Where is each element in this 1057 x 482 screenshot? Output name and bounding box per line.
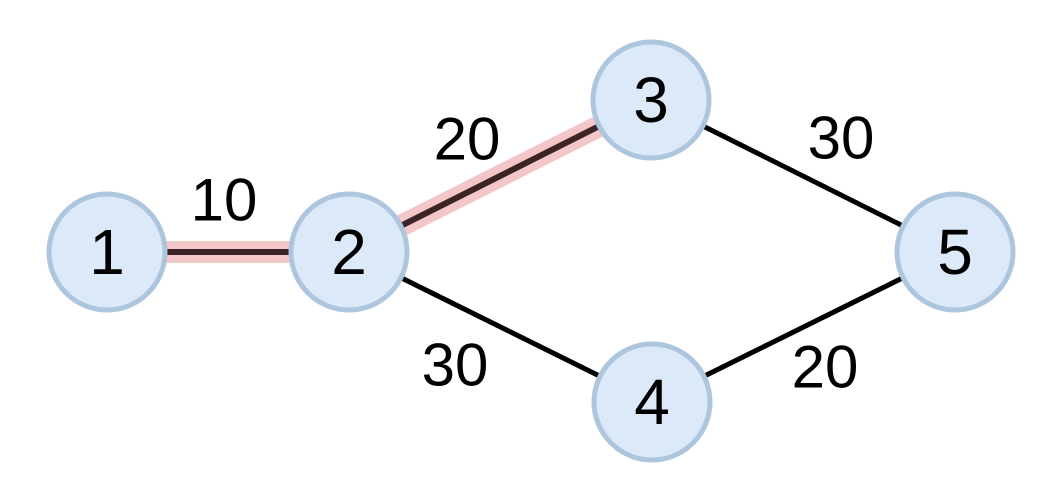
node-label-3: 3 — [633, 64, 669, 136]
edge-weight-4-5: 20 — [792, 334, 859, 401]
node-label-4: 4 — [634, 366, 670, 438]
node-3[interactable] — [590, 39, 712, 161]
edge-weight-2-3: 20 — [434, 106, 501, 173]
node-1[interactable] — [46, 191, 168, 313]
node-label-2: 2 — [331, 216, 367, 288]
node-2[interactable] — [288, 191, 410, 313]
edge-weight-2-4: 30 — [422, 332, 489, 399]
edge-weight-1-2: 10 — [191, 167, 258, 234]
edge-weight-3-5: 30 — [808, 105, 875, 172]
node-label-5: 5 — [937, 216, 973, 288]
node-4[interactable] — [591, 341, 713, 463]
node-label-1: 1 — [89, 216, 125, 288]
node-5[interactable] — [894, 191, 1016, 313]
